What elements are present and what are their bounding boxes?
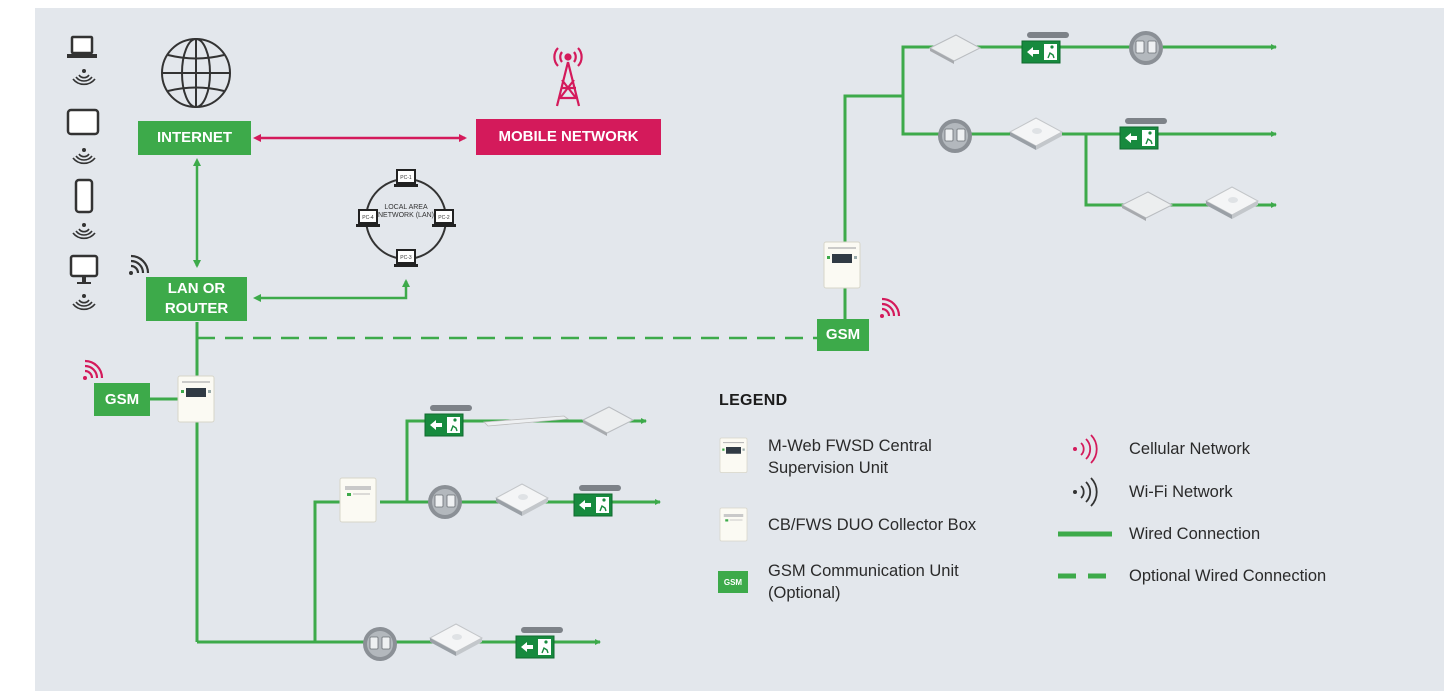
legend-item-label: CB/FWS DUO Collector Box — [768, 516, 977, 534]
detector-icon — [1128, 30, 1164, 66]
desktop-monitor-icon — [69, 254, 99, 284]
wifi-signal-icon — [129, 254, 150, 275]
legend-item-label: Wi-Fi Network — [1129, 483, 1233, 501]
legend-cellular-icon — [1073, 434, 1098, 464]
laptop-icon — [67, 35, 97, 58]
mobile-network-node: MOBILE NETWORK — [476, 119, 661, 155]
detector-icon — [937, 118, 973, 154]
gsm-right-node: GSM — [817, 319, 869, 351]
lan-ring — [355, 169, 457, 268]
detector-icon — [362, 626, 398, 662]
lan-router-node: LAN OR ROUTER — [146, 277, 247, 321]
central-unit-icon — [823, 241, 861, 289]
cellular-signal-icon — [83, 359, 104, 380]
legend-central-unit-icon — [719, 437, 748, 474]
lan-ring-label: LOCAL AREA NETWORK (LAN) — [378, 204, 434, 219]
gsm-left-node: GSM — [94, 383, 150, 416]
wired-line — [313, 500, 340, 642]
legend-item-label: M-Web FWSD Central Supervision Unit — [768, 437, 932, 477]
tablet-icon — [66, 108, 100, 136]
legend-collector-box-icon — [719, 507, 748, 542]
legend-gsm-icon: GSM — [718, 571, 748, 593]
central-unit-icon — [177, 375, 215, 423]
smartphone-icon — [74, 178, 94, 214]
detector-icon — [427, 484, 463, 520]
legend-wifi-icon — [1073, 477, 1098, 507]
router-lan-link — [253, 279, 410, 302]
pc-label: PC-2 — [438, 215, 450, 221]
legend-title: LEGEND — [719, 392, 788, 409]
wired-line — [405, 418, 647, 502]
cell-tower-icon — [553, 47, 583, 107]
internet-node: INTERNET — [138, 121, 251, 155]
pc-label: PC-4 — [362, 215, 374, 221]
collector-box-icon — [339, 477, 377, 523]
pc-label: PC-3 — [400, 255, 412, 261]
legend-item-label: Optional Wired Connection — [1129, 567, 1327, 585]
legend-item-label: GSM Communication Unit (Optional) — [768, 562, 959, 602]
pc-label: PC-1 — [400, 175, 412, 181]
legend-item-label: Wired Connection — [1129, 525, 1261, 543]
legend-item-label: Cellular Network — [1129, 440, 1251, 458]
cellular-signal-icon — [880, 297, 901, 318]
globe-icon — [161, 38, 231, 108]
